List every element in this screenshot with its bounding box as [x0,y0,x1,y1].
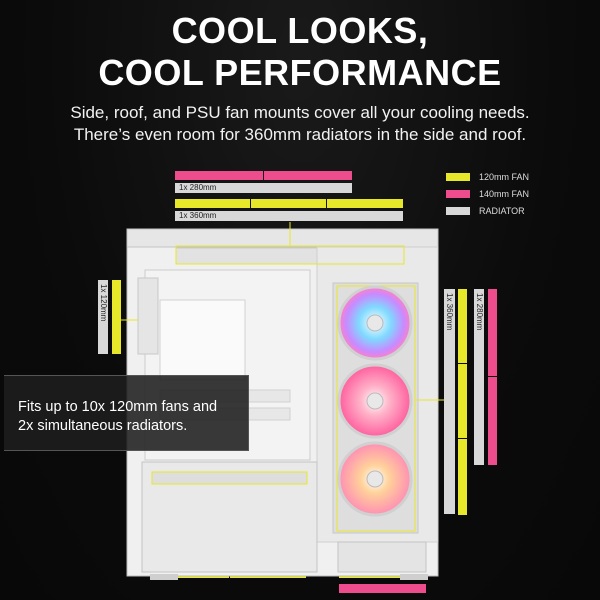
roof-280-radiator-tag: 1x 280mm [175,183,352,193]
side-120-fan-bar-2 [458,364,467,438]
roof-120-fan-bar-3 [327,199,403,208]
legend-item-120mm-fan: 120mm FAN [446,168,529,185]
callout-box: Fits up to 10x 120mm fans and 2x simulta… [4,375,249,451]
legend: 120mm FAN 140mm FAN RADIATOR [446,168,529,219]
roof-120-fan-bar-2 [251,199,326,208]
side-120-fan-bar-3 [458,439,467,515]
rgb-fan-icon [337,285,413,361]
roof-140-fan-bar-1 [175,171,263,180]
headline-line-2: COOL PERFORMANCE [98,52,502,93]
subheadline-line-1: Side, roof, and PSU fan mounts cover all… [70,103,530,122]
roof-140-fan-bar-2 [264,171,352,180]
headline: COOL LOOKS, COOL PERFORMANCE [0,10,600,94]
legend-item-radiator: RADIATOR [446,202,529,219]
legend-swatch-yellow [446,172,470,181]
side-280-radiator-tag: 1x 280mm [474,289,484,465]
subheadline: Side, roof, and PSU fan mounts cover all… [0,102,600,146]
legend-swatch-pink [446,189,470,198]
side-360-radiator-label: 1x 360mm [445,293,454,331]
roof-360-radiator-tag: 1x 360mm [175,211,403,221]
rear-120-radiator-tag: 1x 120mm [98,280,108,354]
side-120-fan-bar-1 [458,289,467,363]
callout-line-1: Fits up to 10x 120mm fans and [18,399,218,415]
rgb-fan-icon [337,441,413,517]
side-140-fan-bar-2 [488,377,497,465]
headline-line-1: COOL LOOKS, [171,10,429,51]
rear-120-fan-bar [112,280,121,354]
subheadline-line-2: There’s even room for 360mm radiators in… [73,125,527,144]
side-140-fan-bar-1 [488,289,497,376]
legend-swatch-gray [446,206,470,215]
legend-label: RADIATOR [479,205,525,216]
legend-label: 140mm FAN [479,188,530,199]
rgb-fan-icon [337,363,413,439]
side-360-radiator-tag: 1x 360mm [444,289,455,514]
roof-120-fan-bar-1 [175,199,250,208]
legend-label: 120mm FAN [479,171,530,182]
legend-item-140mm-fan: 140mm FAN [446,185,529,202]
psu-140-fan-bar [339,584,426,593]
rear-120-radiator-label: 1x 120mm [99,284,108,322]
callout-text: Fits up to 10x 120mm fans and 2x simulta… [18,398,217,436]
callout-line-2: 2x simultaneous radiators. [18,418,188,434]
side-280-radiator-label: 1x 280mm [475,293,484,331]
